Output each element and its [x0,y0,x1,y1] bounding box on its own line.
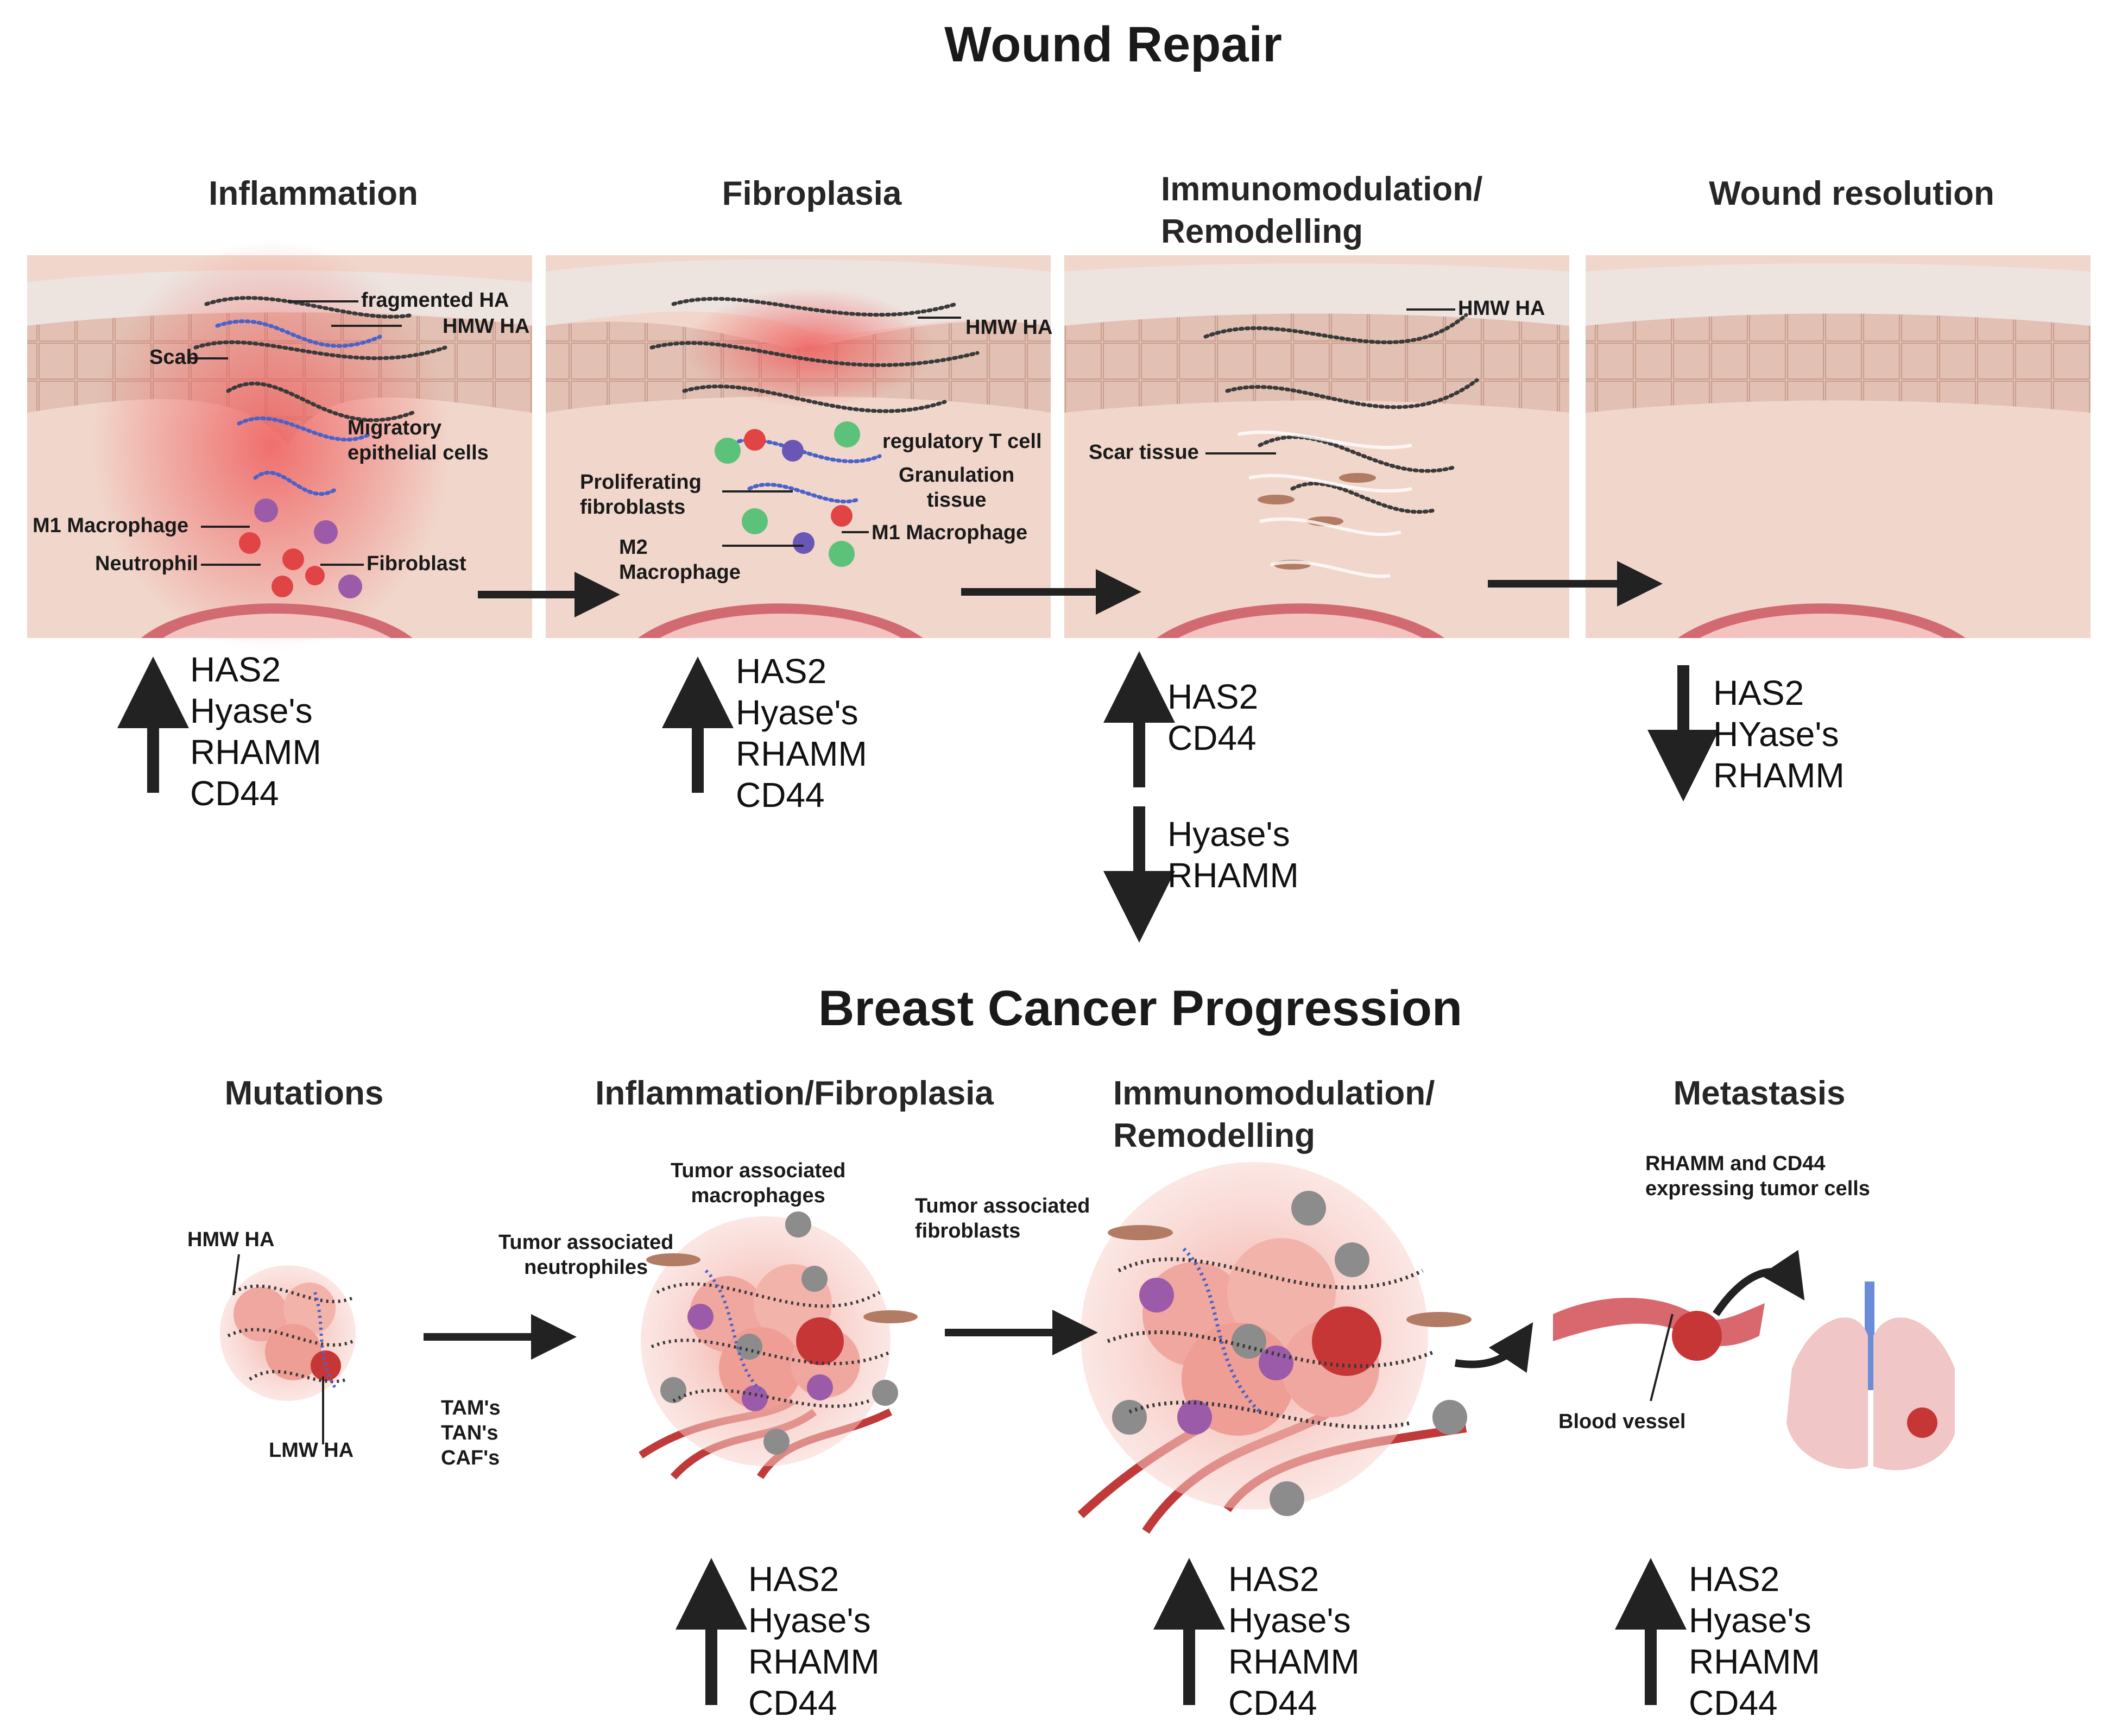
label-neutrophil: Neutrophil [95,552,198,575]
stage-mutations: Mutations [224,1075,384,1112]
markers-remodelling-up: HAS2 CD44 [1167,677,1259,757]
label-tam-tan-caf: TAM's TAN's CAF's [441,1397,501,1469]
stage-metastasis: Metastasis [1673,1075,1846,1112]
markers-resolution: HAS2 HYase's RHAMM [1713,673,1845,795]
ha-fibers-wound [193,296,1479,514]
label-hmw-ha: HMW HA [443,315,530,338]
label-proliferating-fibroblasts: Proliferating fibroblasts [580,471,702,519]
label-granulation-tissue: Granulation tissue [899,464,1015,512]
stage-wound-resolution: Wound resolution [1709,175,1994,212]
markers-remodelling-down: Hyase's RHAMM [1167,815,1299,895]
label-scar-tissue: Scar tissue [1089,441,1199,464]
wound-repair-title: Wound Repair [944,17,1282,72]
label-hmw-ha-fibroplasia: HMW HA [965,316,1053,339]
stage-inflammation-fibroplasia: Inflammation/Fibroplasia [595,1075,994,1112]
label-tumor-associated-macrophages: Tumor associated macrophages [671,1159,846,1207]
label-scab: Scab [149,346,199,369]
wound-panel-2 [546,255,1051,638]
stage-immunomodulation-wound: Immunomodulation/ Remodelling [1161,171,1483,250]
cancer-marker-arrows [675,1558,1687,1705]
tumor-large [1077,1162,1472,1534]
markers-fibroplasia: HAS2 Hyase's RHAMM CD44 [736,652,867,815]
label-m1-macrophage: M1 Macrophage [33,514,189,537]
label-lmw-ha: LMW HA [269,1439,354,1462]
label-leaders [190,300,1674,1444]
label-regulatory-t-cell: regulatory T cell [882,430,1042,453]
breast-cancer-title: Breast Cancer Progression [818,981,1463,1036]
cancer-stage-arrows [424,1310,1533,1373]
wound-panel-4 [1586,255,2091,638]
stage-immunomodulation-cancer: Immunomodulation/ Remodelling [1113,1075,1435,1154]
label-migratory-epithelial: Migratory epithelial cells [348,416,489,464]
stage-inflammation: Inflammation [209,175,418,212]
label-blood-vessel: Blood vessel [1558,1410,1686,1433]
scar-fibers [1238,430,1412,578]
label-fibroblast: Fibroblast [367,552,466,575]
wound-marker-arrows [117,651,1719,943]
tumor-medium [639,1211,918,1480]
markers-cancer-inflammation: HAS2 Hyase's RHAMM CD44 [748,1560,880,1722]
stage-fibroplasia: Fibroplasia [722,175,902,212]
label-fragmented-ha: fragmented HA [361,289,509,312]
tumor-small [220,1265,356,1401]
label-hmw-ha-tumor: HMW HA [187,1228,275,1251]
markers-inflammation: HAS2 Hyase's RHAMM CD44 [190,650,321,813]
markers-cancer-remodelling: HAS2 Hyase's RHAMM CD44 [1228,1560,1360,1722]
label-m2-macrophage: M2 Macrophage [619,536,741,584]
label-rhamm-cd44-tumor-cells: RHAMM and CD44 expressing tumor cells [1645,1152,1870,1200]
metastasis-illustration [1553,1249,1955,1470]
label-hmw-ha-remodelling: HMW HA [1458,297,1545,320]
label-m1-macrophage-fibroplasia: M1 Macrophage [872,521,1028,544]
label-tumor-associated-fibroblasts: Tumor associated fibroblasts [915,1195,1090,1242]
markers-cancer-metastasis: HAS2 Hyase's RHAMM CD44 [1689,1560,1820,1722]
label-tumor-associated-neutrophiles: Tumor associated neutrophiles [498,1231,674,1279]
wound-stage-arrows [478,561,1663,617]
